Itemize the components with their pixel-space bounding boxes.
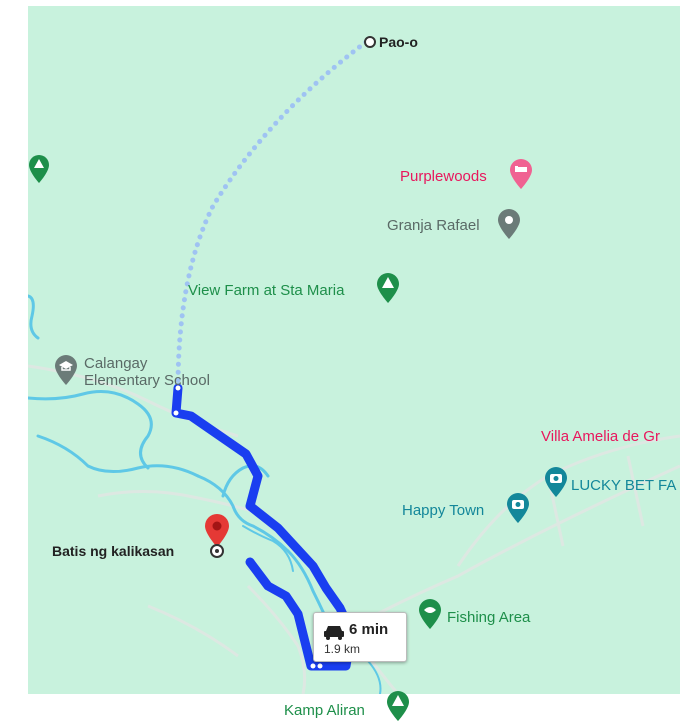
car-icon [324, 626, 344, 640]
place-calangay-line2[interactable]: Elementary School [84, 372, 210, 389]
place-fishing-area[interactable]: Fishing Area [447, 609, 531, 626]
route-driving-path[interactable] [171, 383, 355, 671]
route-distance: 1.9 km [324, 642, 361, 656]
camera-icon[interactable] [506, 492, 530, 524]
place-circle-icon[interactable] [209, 543, 225, 559]
destination-pin-icon[interactable] [204, 514, 230, 548]
camera-icon[interactable] [544, 466, 568, 498]
route-waypoint-dot [310, 663, 316, 669]
route-dotted-segment[interactable] [175, 39, 369, 391]
place-kamp-aliran-label[interactable]: Kamp Aliran [284, 702, 365, 719]
campground-icon[interactable] [386, 690, 410, 722]
place-pao-o[interactable]: Pao-o [379, 34, 418, 50]
route-waypoint-dot [317, 663, 323, 669]
route-time: 6 min [349, 621, 389, 638]
map-canvas[interactable]: Pao-o Purplewoods Granja Rafael View Far… [28, 6, 680, 694]
campground-icon[interactable] [376, 272, 400, 304]
place-purplewoods[interactable]: Purplewoods [400, 168, 487, 185]
pao-o-circle-icon[interactable] [363, 35, 377, 49]
place-granja-rafael[interactable]: Granja Rafael [387, 217, 480, 234]
place-calangay-line1[interactable]: Calangay [84, 355, 148, 372]
fishing-icon[interactable] [418, 598, 442, 630]
route-start-dot [175, 385, 181, 391]
hotel-icon[interactable] [509, 158, 533, 190]
campground-icon[interactable] [28, 154, 50, 184]
place-batis[interactable]: Batis ng kalikasan [52, 543, 175, 559]
place-villa-amelia[interactable]: Villa Amelia de Gr [541, 428, 660, 445]
place-lucky-bet[interactable]: LUCKY BET FA [571, 477, 677, 494]
map-base-layer [28, 39, 680, 694]
school-icon[interactable] [54, 354, 78, 386]
place-happy-town[interactable]: Happy Town [402, 502, 485, 519]
place-view-farm[interactable]: View Farm at Sta Maria [188, 282, 345, 299]
route-info-box[interactable]: 6 min 1.9 km [313, 612, 407, 662]
location-pin-icon[interactable] [497, 208, 521, 240]
route-waypoint-dot [173, 410, 179, 416]
